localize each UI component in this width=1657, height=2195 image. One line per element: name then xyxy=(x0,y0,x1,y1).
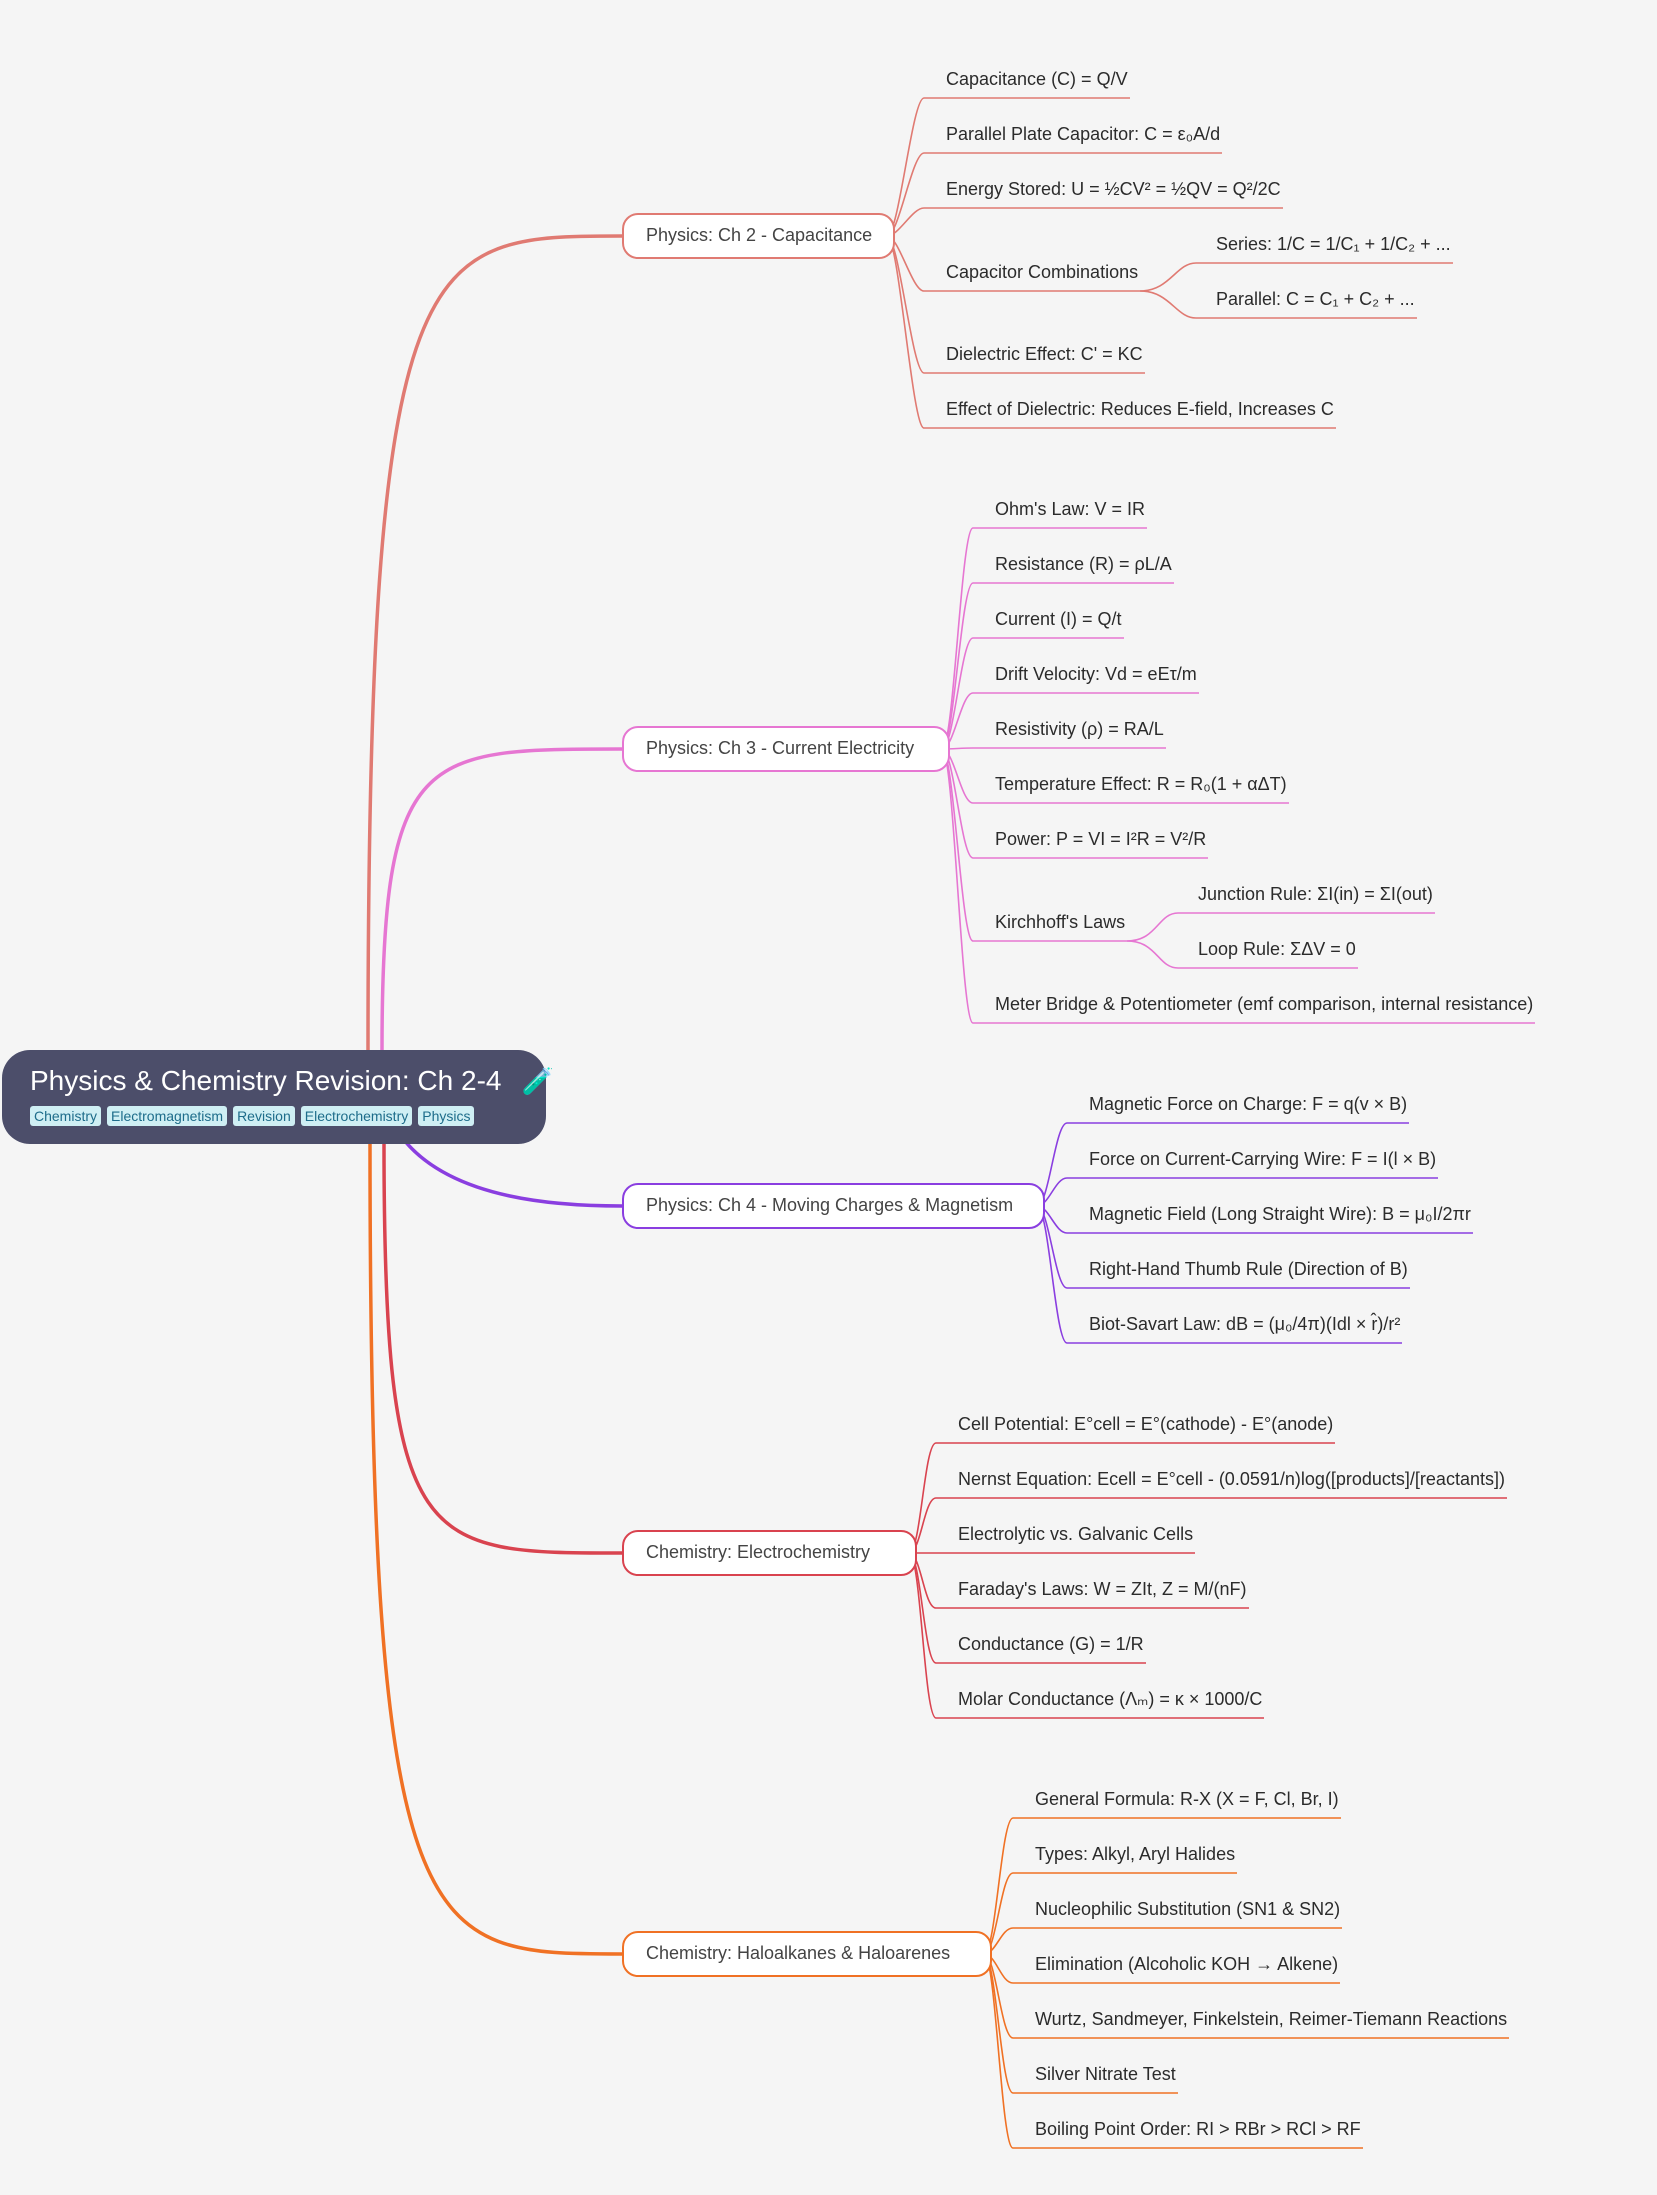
subtopic[interactable]: General Formula: R-X (X = F, Cl, Br, I) xyxy=(1035,1789,1339,1809)
sub-subtopic[interactable]: Loop Rule: ΣΔV = 0 xyxy=(1198,939,1356,959)
subtopic[interactable]: Boiling Point Order: RI > RBr > RCl > RF xyxy=(1035,2119,1361,2139)
sub-subtopic-connector xyxy=(1126,912,1435,942)
branch-topic[interactable]: Chemistry: Haloalkanes & Haloarenes xyxy=(622,1931,992,1977)
subtopic[interactable]: Ohm's Law: V = IR xyxy=(995,499,1145,519)
subtopic[interactable]: Force on Current-Carrying Wire: F = I(l … xyxy=(1089,1149,1437,1169)
tag-physics[interactable]: Physics xyxy=(418,1106,475,1126)
subtopic[interactable]: Types: Alkyl, Aryl Halides xyxy=(1035,1844,1236,1864)
tag-revision[interactable]: Revision xyxy=(233,1106,295,1126)
subtopic[interactable]: Resistivity (ρ) = RA/L xyxy=(995,719,1164,739)
subtopic-connector xyxy=(886,97,1130,237)
subtopic-connector xyxy=(886,207,1283,237)
subtopic[interactable]: Right-Hand Thumb Rule (Direction of B) xyxy=(1089,1259,1408,1279)
subtopic[interactable]: Resistance (R) = ρL/A xyxy=(995,554,1172,574)
branch-connector xyxy=(368,1143,623,1956)
subtopic[interactable]: Magnetic Field (Long Straight Wire): B =… xyxy=(1089,1204,1471,1224)
branch-topic[interactable]: Physics: Ch 3 - Current Electricity xyxy=(622,726,950,772)
subtopic[interactable]: Conductance (G) = 1/R xyxy=(958,1634,1144,1654)
subtopic-connector xyxy=(983,1927,1342,1955)
subtopic[interactable]: Energy Stored: U = ½CV² = ½QV = Q²/2C xyxy=(946,179,1281,199)
subtopic[interactable]: Kirchhoff's Laws xyxy=(995,912,1126,932)
subtopic-connector xyxy=(1036,1177,1438,1207)
branch-connector xyxy=(402,1138,623,1208)
subtopic[interactable]: Electrolytic vs. Galvanic Cells xyxy=(958,1524,1194,1544)
sub-subtopic-connector xyxy=(1139,262,1453,292)
branch-topic[interactable]: Physics: Ch 4 - Moving Charges & Magneti… xyxy=(622,1183,1045,1229)
branch-connector xyxy=(366,234,623,1051)
subtopic[interactable]: Parallel Plate Capacitor: C = ε₀A/d xyxy=(946,124,1221,144)
root-title: Physics & Chemistry Revision: Ch 2-4 xyxy=(30,1065,502,1096)
subtopic[interactable]: Elimination (Alcoholic KOH → Alkene) xyxy=(1035,1954,1339,1974)
subtopic[interactable]: Capacitance (C) = Q/V xyxy=(946,69,1128,89)
subtopic[interactable]: Magnetic Force on Charge: F = q(v × B) xyxy=(1089,1094,1408,1114)
subtopic[interactable]: Faraday's Laws: W = ZIt, Z = M/(nF) xyxy=(958,1579,1247,1599)
subtopic[interactable]: Wurtz, Sandmeyer, Finkelstein, Reimer-Ti… xyxy=(1035,2009,1508,2029)
subtopic[interactable]: Biot-Savart Law: dB = (μ₀/4π)(Idl × r̂)/… xyxy=(1089,1314,1401,1334)
subtopic[interactable]: Dielectric Effect: C' = KC xyxy=(946,344,1143,364)
subtopic[interactable]: Capacitor Combinations xyxy=(946,262,1139,282)
tag-electrochemistry[interactable]: Electrochemistry xyxy=(300,1106,413,1126)
sub-subtopic[interactable]: Parallel: C = C₁ + C₂ + ... xyxy=(1216,289,1415,309)
subtopic[interactable]: Effect of Dielectric: Reduces E-field, I… xyxy=(946,399,1334,419)
branch-topic[interactable]: Physics: Ch 2 - Capacitance xyxy=(622,213,895,259)
subtopic-connector xyxy=(983,1817,1341,1955)
subtopic[interactable]: Molar Conductance (Λₘ) = κ × 1000/C xyxy=(958,1689,1263,1709)
sub-subtopic-connector xyxy=(1126,940,1358,969)
sub-subtopic[interactable]: Junction Rule: ΣI(in) = ΣI(out) xyxy=(1198,884,1433,904)
subtopic[interactable]: Power: P = VI = I²R = V²/R xyxy=(995,829,1207,849)
subtopic[interactable]: Meter Bridge & Potentiometer (emf compar… xyxy=(995,994,1534,1014)
test-tube-icon: 🧪 xyxy=(521,1066,554,1096)
subtopic[interactable]: Silver Nitrate Test xyxy=(1035,2064,1176,2084)
sub-subtopic-connector xyxy=(1139,290,1417,319)
tag-electromagnetism[interactable]: Electromagnetism xyxy=(107,1106,228,1126)
subtopic[interactable]: Temperature Effect: R = R₀(1 + αΔT) xyxy=(995,774,1287,794)
sub-subtopic[interactable]: Series: 1/C = 1/C₁ + 1/C₂ + ... xyxy=(1216,234,1451,254)
subtopic[interactable]: Drift Velocity: Vd = eEτ/m xyxy=(995,664,1197,684)
root-topic[interactable]: Physics & Chemistry Revision: Ch 2-4 🧪 Ch… xyxy=(2,1050,554,1144)
branch-connector xyxy=(382,1143,623,1555)
subtopic-connector xyxy=(941,747,1166,750)
branch-connector xyxy=(380,747,623,1051)
branch-topic[interactable]: Chemistry: Electrochemistry xyxy=(622,1530,917,1576)
subtopic[interactable]: Nernst Equation: Ecell = E°cell - (0.059… xyxy=(958,1469,1505,1489)
subtopic[interactable]: Current (I) = Q/t xyxy=(995,609,1122,629)
subtopic[interactable]: Cell Potential: E°cell = E°(cathode) - E… xyxy=(958,1414,1334,1434)
tag-chemistry[interactable]: Chemistry xyxy=(30,1106,102,1126)
subtopic[interactable]: Nucleophilic Substitution (SN1 & SN2) xyxy=(1035,1899,1341,1919)
